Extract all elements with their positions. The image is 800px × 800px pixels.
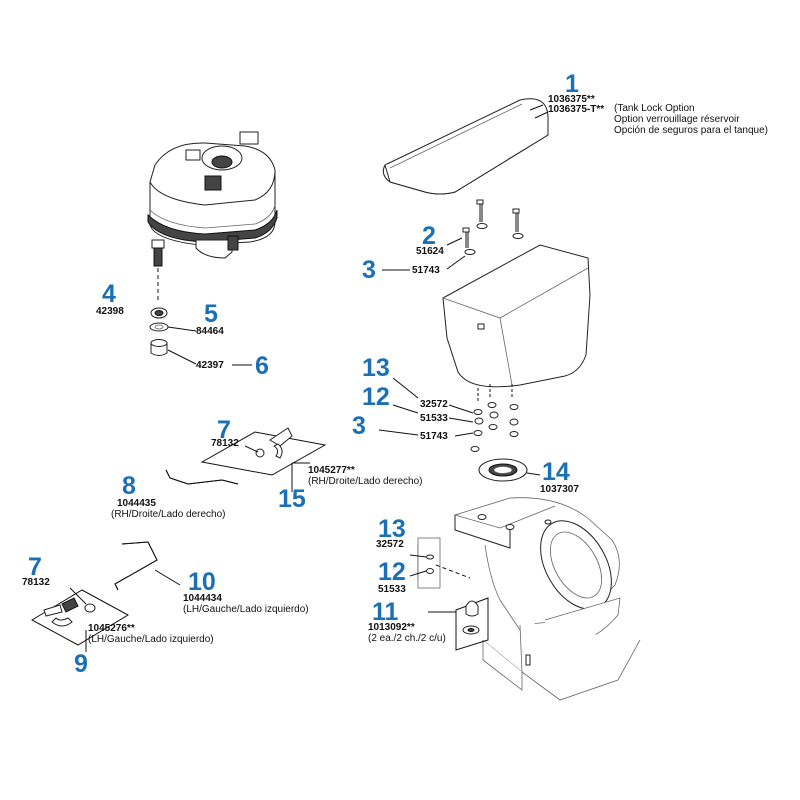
tank-bolts xyxy=(462,199,524,255)
toilet-tank xyxy=(442,244,591,402)
part-number: 78132 xyxy=(22,577,50,588)
callout-13-top: 13 32572 xyxy=(362,354,448,410)
leader-line xyxy=(244,445,259,453)
leader-line xyxy=(534,111,549,119)
callout-10: 10 1044434 (LH/Gauche/Lado izquierdo) xyxy=(183,568,309,615)
callout-8: 8 1044435 (RH/Droite/Lado derecho) xyxy=(111,472,226,520)
part-note: (RH/Droite/Lado derecho) xyxy=(308,476,423,487)
callout-number: 4 xyxy=(102,280,116,308)
lh-lever-rod-highlight xyxy=(114,541,158,591)
callout-number: 9 xyxy=(74,650,88,678)
part-note: (RH/Droite/Lado derecho) xyxy=(111,509,226,520)
callout-2: 2 51624 xyxy=(416,222,444,257)
leader-line xyxy=(409,570,427,577)
leader-line xyxy=(448,417,474,423)
part-number: 1037307 xyxy=(540,484,579,495)
toilet-bowl xyxy=(454,497,641,701)
part-number: 51743 xyxy=(420,431,448,442)
part-note: (2 ea./2 ch./2 c/u) xyxy=(368,633,446,644)
callout-number: 15 xyxy=(278,485,306,513)
callout-3-mid: 3 51743 xyxy=(352,412,448,442)
callout-12-bottom: 12 51533 xyxy=(378,558,406,595)
part-number: 32572 xyxy=(420,399,448,410)
part-number: 51624 xyxy=(416,246,444,257)
callout-1: 1 1036375** 1036375-T** (Tank Lock Optio… xyxy=(548,70,768,136)
callout-6: 42397 6 xyxy=(196,352,269,380)
part-note: (LH/Gauche/Lado izquierdo) xyxy=(88,634,214,645)
leader-line xyxy=(167,326,197,332)
part-number: 78132 xyxy=(211,438,239,449)
callout-7-right: 7 78132 xyxy=(211,416,239,449)
callout-number: 12 xyxy=(378,558,406,586)
callout-number: 14 xyxy=(542,458,570,486)
part-number: 51533 xyxy=(420,413,448,424)
leader-line xyxy=(378,429,419,436)
callout-7-left: 7 78132 xyxy=(22,553,50,588)
callout-4: 4 42398 xyxy=(96,280,124,317)
rh-lever-rod-highlight xyxy=(165,469,239,485)
part-number: 1036375** xyxy=(548,94,595,105)
part-number: 51533 xyxy=(378,584,406,595)
bolt-caps xyxy=(455,597,489,651)
lh-lever-rod xyxy=(114,541,158,591)
part-number: 84464 xyxy=(196,326,224,337)
callout-number: 6 xyxy=(255,352,269,380)
part-number: 42398 xyxy=(96,306,124,317)
callout-12-top: 12 51533 xyxy=(362,383,448,424)
leader-line xyxy=(454,432,474,437)
callout-number: 2 xyxy=(422,222,436,250)
callout-number: 1 xyxy=(565,70,579,98)
leader-line xyxy=(69,587,87,605)
callout-15: 1045277** (RH/Droite/Lado derecho) 15 xyxy=(278,465,423,513)
part-number: 32572 xyxy=(376,539,404,550)
callout-11: 11 1013092** (2 ea./2 ch./2 c/u) xyxy=(368,598,446,644)
callout-number: 7 xyxy=(217,416,231,444)
callout-number: 3 xyxy=(362,256,376,284)
callout-number: 12 xyxy=(362,383,390,411)
part-number: 1036375-T** xyxy=(548,104,604,115)
callout-number: 3 xyxy=(352,412,366,440)
valve-nut-washer xyxy=(149,307,169,356)
leader-line xyxy=(529,104,544,111)
tank-to-bowl-hardware xyxy=(470,402,528,482)
tank-lid xyxy=(382,98,549,195)
part-note: Option verrouillage réservoir xyxy=(614,114,740,125)
callout-number: 11 xyxy=(372,598,399,626)
part-number: 1044434 xyxy=(183,593,222,604)
part-number: 1044435 xyxy=(117,498,156,509)
leader-line xyxy=(446,237,463,246)
callout-number: 7 xyxy=(28,553,42,581)
leader-line xyxy=(409,554,427,558)
lh-trip-lever-kit xyxy=(30,589,130,646)
part-number: 51743 xyxy=(412,265,440,276)
leader-line xyxy=(446,255,466,270)
rh-trip-lever-kit xyxy=(200,427,327,476)
bowl-bolt-hardware xyxy=(417,537,471,589)
callout-9: 1045276** (LH/Gauche/Lado izquierdo) 9 xyxy=(74,623,214,678)
callout-number: 8 xyxy=(122,472,136,500)
leader-line xyxy=(392,404,419,414)
part-number: 1045276** xyxy=(88,623,135,634)
part-note: (Tank Lock Option xyxy=(614,103,695,114)
callout-5: 5 84464 xyxy=(196,300,224,337)
part-number: 1013092** xyxy=(368,622,415,633)
part-number: 1045277** xyxy=(308,465,355,476)
callout-number: 10 xyxy=(188,568,216,596)
callout-13-bottom: 13 32572 xyxy=(376,515,406,550)
callout-3-top: 3 51743 xyxy=(362,256,440,284)
part-number: 42397 xyxy=(196,360,224,371)
leader-line xyxy=(392,377,419,399)
leader-line xyxy=(448,404,474,414)
leader-line xyxy=(167,349,197,365)
flush-valve-assembly xyxy=(147,131,278,267)
callout-14: 14 1037307 xyxy=(540,458,579,495)
callout-number: 5 xyxy=(204,300,218,328)
callout-number: 13 xyxy=(378,515,406,543)
callout-number: 13 xyxy=(362,354,390,382)
leader-line xyxy=(154,569,181,586)
part-note: Opción de seguros para el tanque) xyxy=(614,125,768,136)
part-note: (LH/Gauche/Lado izquierdo) xyxy=(183,604,309,615)
leader-line xyxy=(526,472,541,476)
